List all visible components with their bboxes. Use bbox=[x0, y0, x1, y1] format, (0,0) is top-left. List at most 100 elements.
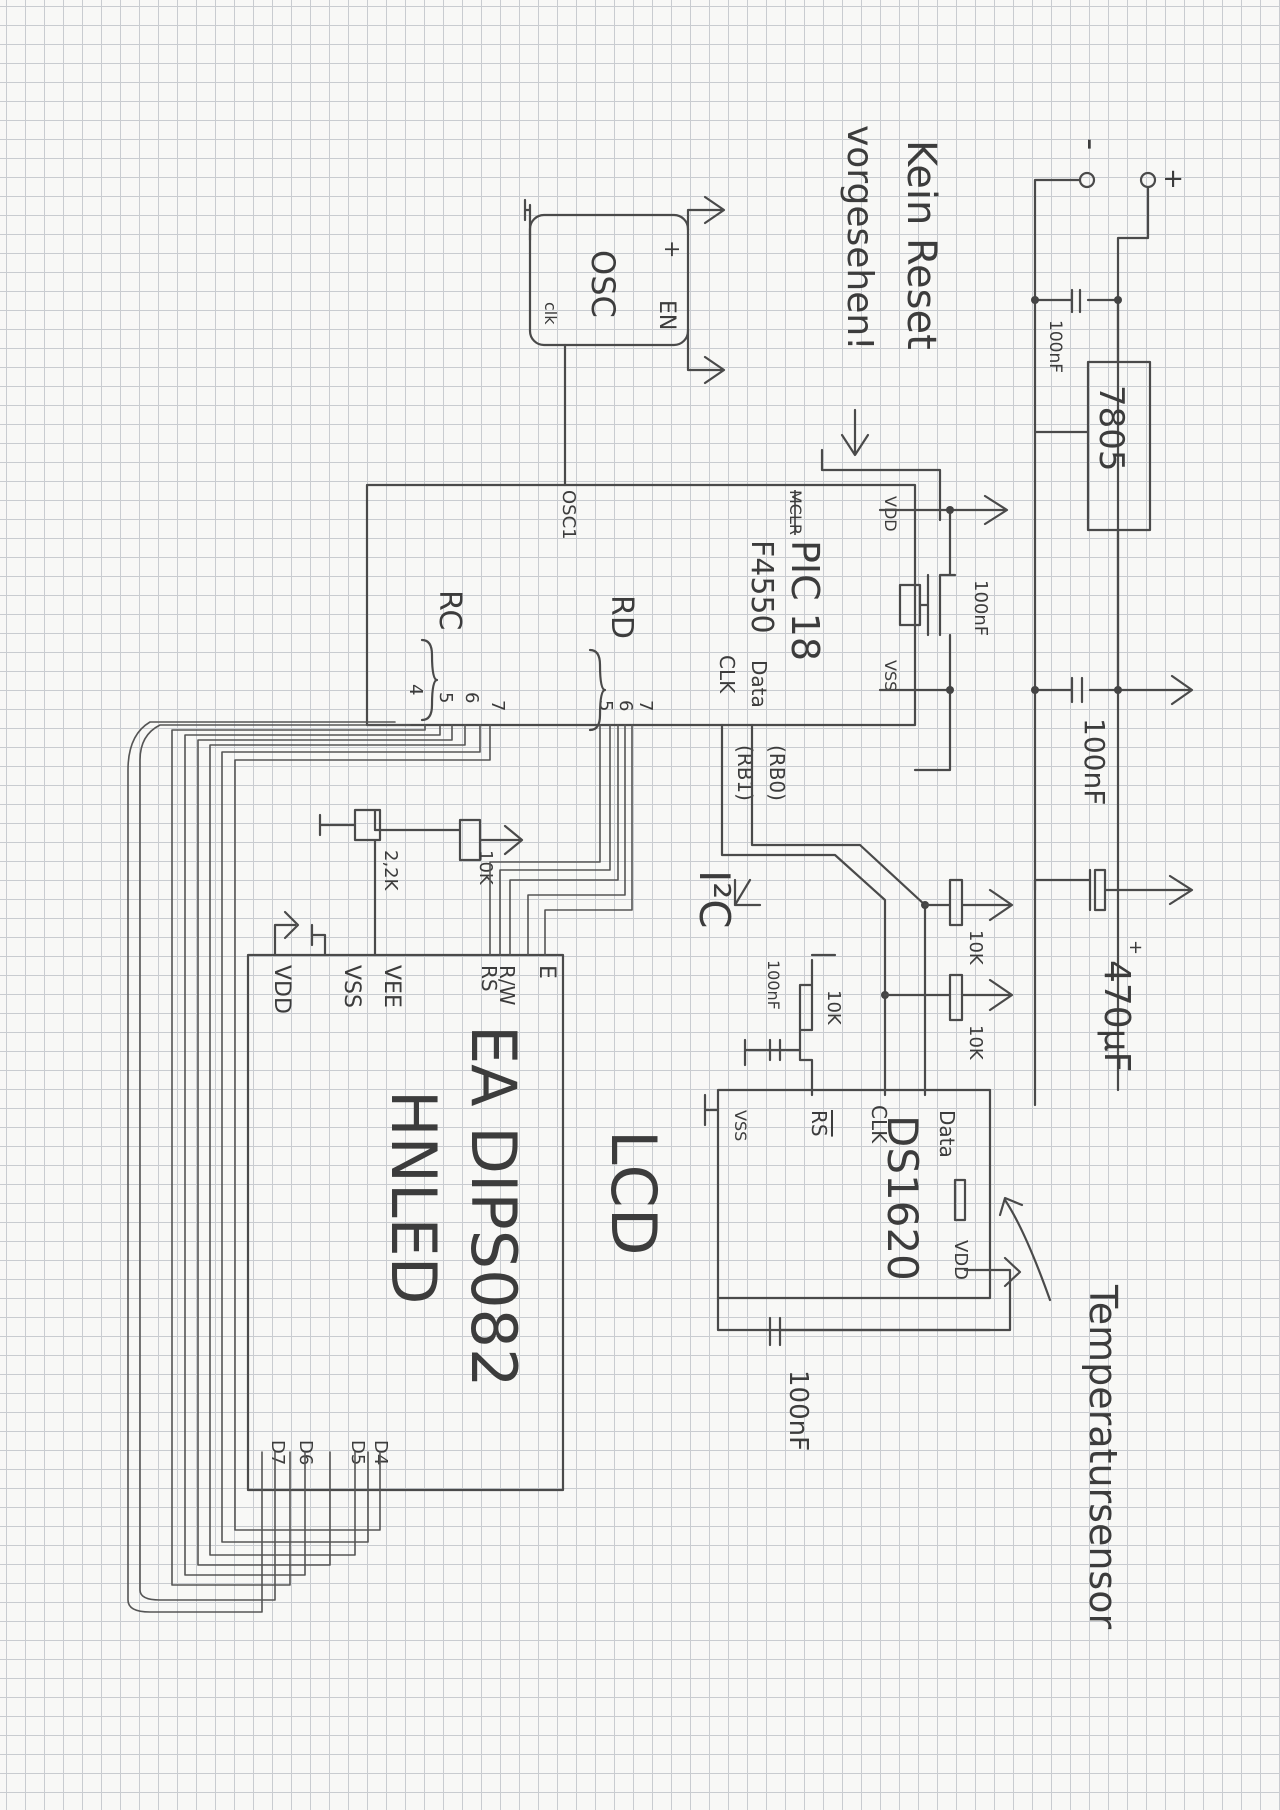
ds1620-box bbox=[716, 1088, 992, 1300]
i2c-label: I²C bbox=[690, 870, 739, 929]
rc4-to-d7 bbox=[139, 724, 411, 1601]
ds-bottom-cap bbox=[716, 1296, 992, 1347]
pic-osc1-label: OSC1 bbox=[558, 490, 579, 540]
rc5-to-d6 bbox=[184, 724, 441, 1576]
pic-part: F4550 bbox=[744, 540, 779, 634]
lcd-resistor-2k2 bbox=[318, 808, 382, 957]
rc-parallel-1 bbox=[221, 724, 481, 1543]
ds-data-label: Data bbox=[935, 1110, 959, 1158]
ds-rs-network bbox=[743, 953, 837, 1097]
main-cap-wires bbox=[1033, 676, 1120, 704]
lcd-pin-vss: VSS bbox=[339, 965, 364, 1008]
rd-pin-7: 7 bbox=[635, 700, 656, 711]
pic-title: PIC 18 bbox=[783, 540, 827, 661]
pic-vss-wire bbox=[878, 688, 952, 772]
rc-pin-7: 7 bbox=[487, 700, 508, 711]
power-supply: + - 100nF 7805 100nF bbox=[1031, 138, 1194, 1107]
rd-bundle-1 bbox=[527, 724, 626, 956]
ground-rail-wire bbox=[1033, 178, 1082, 1107]
rd7-to-e bbox=[544, 724, 633, 956]
ds-vss-wire bbox=[703, 1093, 720, 1127]
osc-en-label: EN bbox=[654, 300, 679, 330]
mclr-wire bbox=[820, 448, 942, 522]
pic-data-label: Data bbox=[747, 660, 771, 708]
bulk-cap-plus: + bbox=[1125, 940, 1146, 955]
rs-resistor-label: 10K bbox=[823, 990, 844, 1026]
regulator-wires bbox=[1033, 298, 1120, 692]
bulk-cap-symbol bbox=[1033, 868, 1194, 912]
i2c-data-line bbox=[750, 723, 927, 1097]
i2c-bus: I²C bbox=[690, 723, 929, 1097]
lcd-pin-rw: R/W bbox=[495, 965, 519, 1006]
pullup-2-label: 10K bbox=[965, 1025, 986, 1061]
pic-cap-label: 100nF bbox=[970, 580, 991, 636]
rd-brace bbox=[588, 648, 607, 732]
regulator-label: 7805 bbox=[1091, 385, 1131, 472]
rd-pin-5: 5 bbox=[595, 700, 616, 711]
ds-bottom-cap-label: 100nF bbox=[783, 1370, 813, 1451]
pic-vdd-label: VDD bbox=[881, 496, 900, 532]
ds-pullup-2 bbox=[883, 973, 1014, 1022]
oscillator: OSC + EN clk bbox=[523, 195, 726, 487]
no-reset-line-1: Kein Reset bbox=[898, 140, 944, 350]
osc-plus-label: + bbox=[659, 240, 684, 258]
input-cap-label: 100nF bbox=[1045, 320, 1065, 373]
rc-brace bbox=[420, 638, 439, 722]
minus-label: - bbox=[1071, 138, 1111, 150]
rc-pin-5: 5 bbox=[435, 692, 456, 703]
ds-pullup-1 bbox=[923, 878, 1014, 927]
main-cap-label: 100nF bbox=[1078, 718, 1111, 805]
lcd-pin-d5: D5 bbox=[347, 1440, 368, 1465]
pullup-1-label: 10K bbox=[965, 930, 986, 966]
ds-vdd-label: VDD bbox=[950, 1240, 971, 1280]
rc-pin-6: 6 bbox=[461, 692, 482, 703]
rd6-to-rw bbox=[509, 724, 619, 956]
osc-vdd-arrow bbox=[686, 195, 726, 232]
pic-mclr-label: MCLR bbox=[786, 490, 805, 535]
osc-en-arrow bbox=[686, 328, 726, 385]
lcd-contrast-network: 10K 2,2K bbox=[318, 808, 524, 957]
plus-terminal bbox=[1139, 171, 1157, 189]
temperature-sensor-caption: Temperatursensor bbox=[1081, 1284, 1125, 1629]
pic-rb1-label: (RB1) bbox=[733, 745, 757, 801]
lcd-data-bus bbox=[127, 721, 491, 1613]
pic-decoupling-cap bbox=[898, 508, 957, 692]
osc-ground-wire bbox=[523, 198, 532, 242]
rs-cap-label: 100nF bbox=[764, 960, 783, 1010]
caption-arrow bbox=[998, 1196, 1052, 1302]
lcd-pin-e: E bbox=[534, 965, 559, 979]
pic-rc-label: RC bbox=[432, 590, 467, 630]
input-cap-wires bbox=[1033, 288, 1120, 314]
rc-parallel-4 bbox=[127, 721, 396, 1613]
lcd-vdd-arrow bbox=[273, 910, 300, 957]
rd-pin-6: 6 bbox=[615, 700, 636, 711]
ds-clk-label: CLK bbox=[867, 1105, 891, 1144]
note-arrow bbox=[840, 408, 870, 457]
osc-clk-label: clk bbox=[541, 302, 560, 325]
pic-rb0-label: (RB0) bbox=[765, 745, 789, 801]
rc-parallel-2 bbox=[197, 724, 453, 1566]
bulk-capacitor: + 470µF bbox=[1033, 868, 1194, 1072]
pic-clk-label: CLK bbox=[715, 655, 739, 694]
lcd-model: HNLED bbox=[377, 1090, 450, 1304]
osc-label: OSC bbox=[584, 250, 622, 318]
rc-parallel-3 bbox=[171, 724, 426, 1586]
lcd-tag: LCD bbox=[597, 1130, 670, 1256]
lcd-resistor-10k bbox=[373, 818, 524, 862]
pic-rd-label: RD bbox=[604, 595, 639, 639]
i2c-clk-line bbox=[720, 723, 887, 1097]
ds-rs-label: RS bbox=[807, 1110, 831, 1137]
lcd-box bbox=[246, 953, 565, 1492]
rd-bundle-2 bbox=[499, 724, 611, 956]
rc6-to-d5 bbox=[209, 724, 466, 1556]
pic-vss-label: VSS bbox=[881, 660, 900, 691]
i2c-arrow bbox=[733, 878, 762, 907]
reset-note: Kein Reset vorgesehen! bbox=[839, 125, 944, 457]
rc7-to-d4 bbox=[234, 724, 491, 1531]
lcd-pin-vdd: VDD bbox=[269, 965, 294, 1014]
lcd-pin-d7: D7 bbox=[267, 1440, 288, 1465]
ds-vdd-link bbox=[953, 1178, 967, 1222]
rd5-to-rs bbox=[489, 724, 601, 956]
